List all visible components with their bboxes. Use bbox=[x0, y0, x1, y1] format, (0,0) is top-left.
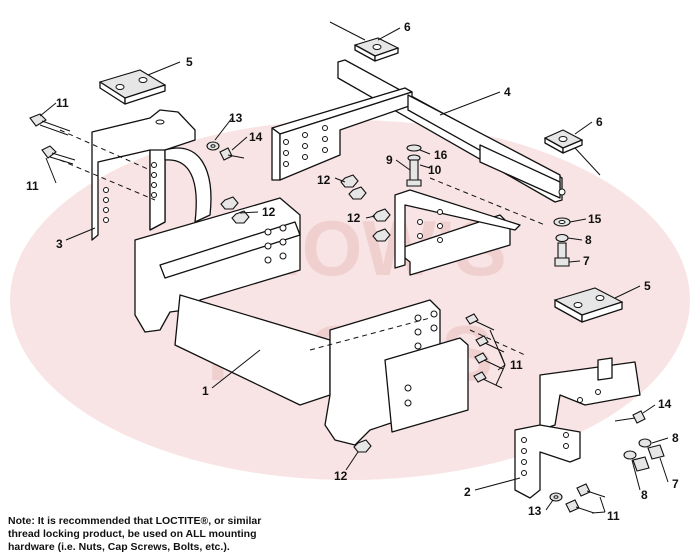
part-3-bracket bbox=[91, 109, 212, 241]
nuts-12-left bbox=[220, 196, 250, 224]
washers-8-right bbox=[623, 438, 665, 472]
callout-9: 9 bbox=[386, 153, 393, 167]
callout-14-left: 14 bbox=[249, 130, 263, 144]
callout-11-center: 11 bbox=[510, 358, 523, 372]
callout-16: 16 bbox=[434, 148, 448, 162]
callout-12-center: 12 bbox=[347, 211, 361, 225]
callout-5-top: 5 bbox=[186, 55, 193, 69]
callout-labels: 5 6 4 6 11 11 3 13 14 12 12 12 9 16 10 1… bbox=[26, 20, 679, 523]
callout-8-right-lower: 8 bbox=[641, 488, 648, 502]
callout-6-right: 6 bbox=[596, 115, 603, 129]
callout-13-bottom: 13 bbox=[528, 504, 542, 518]
cap-screw-11-lower-left bbox=[41, 145, 76, 165]
callout-8-right-upper: 8 bbox=[585, 233, 592, 247]
callout-12-bottom: 12 bbox=[334, 469, 348, 483]
callout-12-left: 12 bbox=[262, 205, 276, 219]
callout-11-lower-left: 11 bbox=[26, 179, 39, 193]
callout-11-upper-left: 11 bbox=[56, 96, 69, 110]
cap-screw-14-right bbox=[614, 410, 646, 424]
callout-12-upper-center: 12 bbox=[317, 173, 331, 187]
callout-8-right-mid: 8 bbox=[672, 431, 679, 445]
callout-7-right-lower: 7 bbox=[672, 477, 679, 491]
part-6-plates bbox=[329, 21, 601, 176]
cap-screws-11-center bbox=[465, 313, 505, 389]
part-4-crossbar bbox=[271, 59, 566, 203]
loctite-note: Note: It is recommended that LOCTITE®, o… bbox=[8, 515, 298, 554]
nut-12-bottom bbox=[353, 439, 372, 453]
part-1-mount-frame bbox=[59, 129, 546, 446]
note-line-1: Note: It is recommended that LOCTITE®, o… bbox=[8, 515, 262, 527]
callout-15: 15 bbox=[588, 212, 602, 226]
nuts-12-upper-center bbox=[340, 174, 367, 200]
callout-13-left: 13 bbox=[229, 111, 243, 125]
part-2-bracket bbox=[514, 357, 641, 499]
cap-screw-11-upper-left bbox=[29, 113, 71, 136]
note-line-2: thread locking product, be used on ALL m… bbox=[8, 528, 257, 540]
callout-2: 2 bbox=[464, 485, 471, 499]
part-5-plates bbox=[98, 69, 624, 323]
callout-5-right: 5 bbox=[644, 279, 651, 293]
cap-screw-14-left bbox=[219, 147, 245, 161]
callout-3: 3 bbox=[56, 237, 63, 251]
leader-lines bbox=[39, 27, 669, 514]
watermark-ellipse bbox=[10, 120, 690, 480]
note-line-3: hardware (i.e. Nuts, Cap Screws, Bolts, … bbox=[8, 541, 230, 553]
callout-14-right: 14 bbox=[658, 397, 672, 411]
callout-11-bottom: 11 bbox=[607, 509, 620, 523]
callout-4: 4 bbox=[504, 85, 511, 99]
callout-7-right-upper: 7 bbox=[583, 254, 590, 268]
bottom-hardware-13-11 bbox=[549, 483, 606, 514]
bolt-15-8-7-right bbox=[553, 217, 571, 267]
callout-6-top: 6 bbox=[404, 20, 411, 34]
callout-1: 1 bbox=[202, 384, 209, 398]
washer-13-left bbox=[206, 141, 220, 151]
bolt-9-10-16 bbox=[406, 144, 422, 187]
callout-10: 10 bbox=[428, 163, 442, 177]
hardware bbox=[29, 113, 665, 514]
